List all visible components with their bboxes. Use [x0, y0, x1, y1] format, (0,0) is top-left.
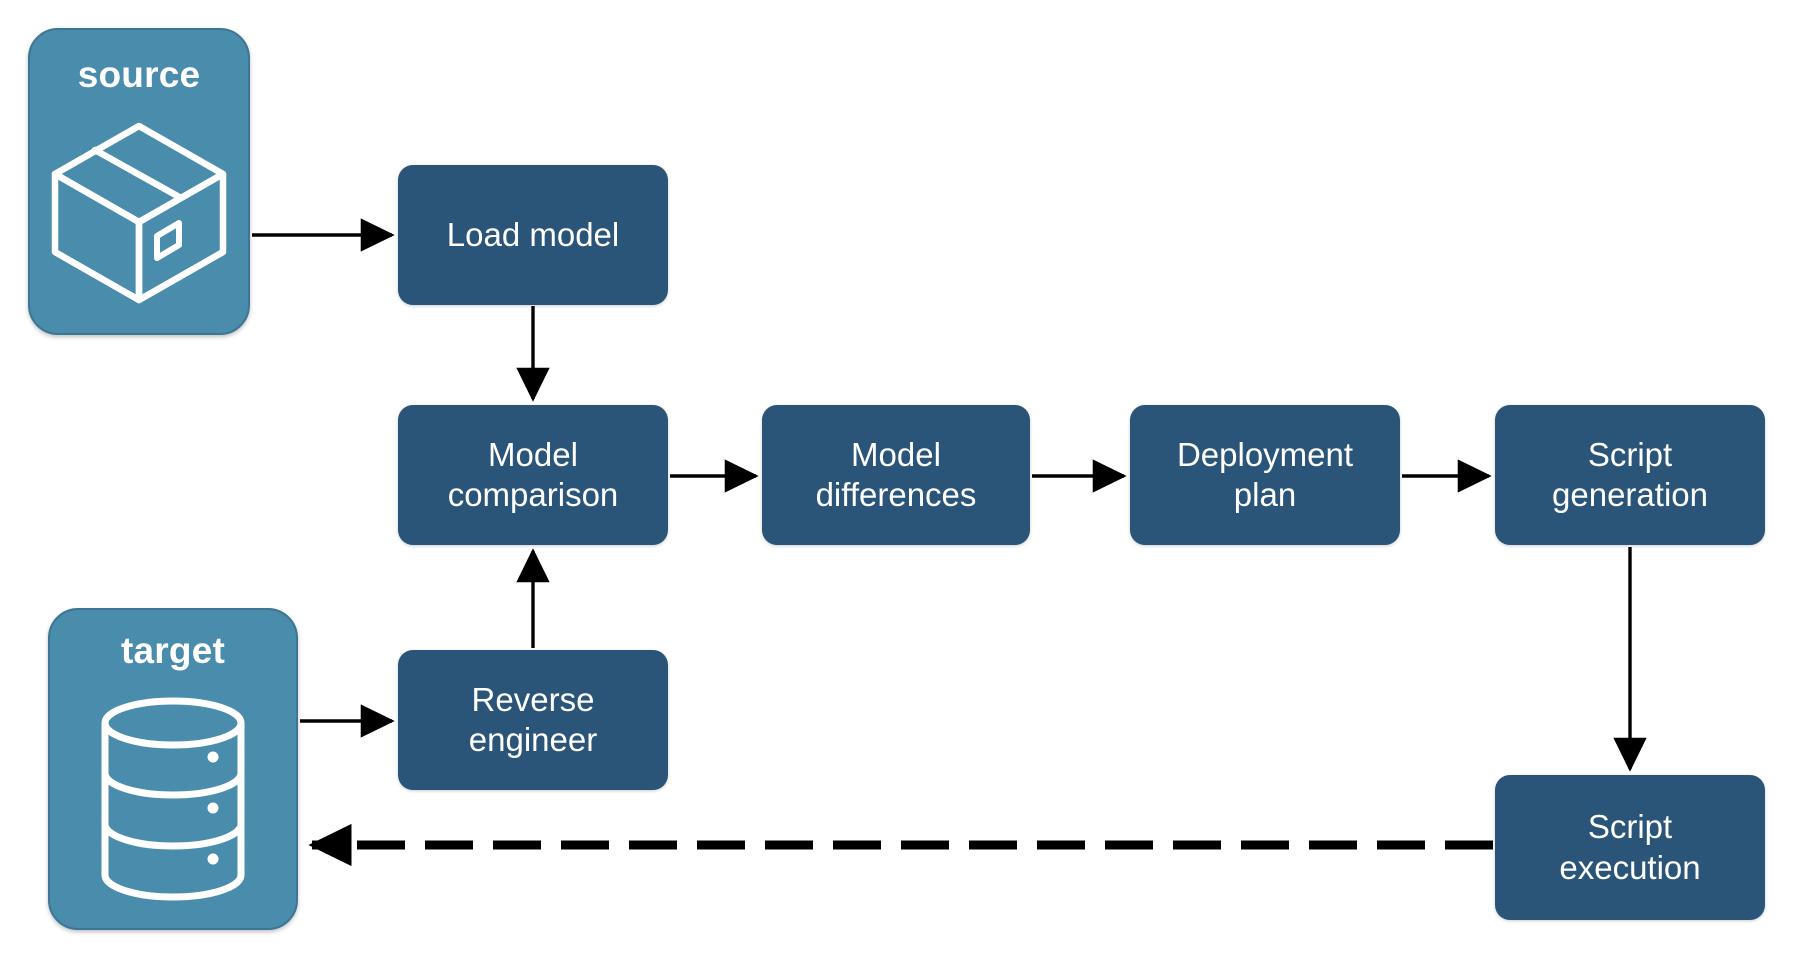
endpoint-source[interactable]: source [28, 28, 250, 335]
process-reverse-engineer[interactable]: Reverse engineer [398, 650, 668, 790]
process-model-comparison[interactable]: Model comparison [398, 405, 668, 545]
process-script-generation[interactable]: Script generation [1495, 405, 1765, 545]
process-script-generation-label: Script generation [1552, 435, 1708, 513]
process-script-execution[interactable]: Script execution [1495, 775, 1765, 920]
process-load-model[interactable]: Load model [398, 165, 668, 305]
process-load-model-label: Load model [446, 215, 620, 253]
process-script-execution-label: Script execution [1559, 808, 1701, 886]
process-model-comparison-label: Model comparison [447, 435, 619, 513]
endpoint-target-label: target [121, 630, 225, 671]
endpoint-source-label: source [77, 54, 201, 95]
process-deployment-plan[interactable]: Deployment plan [1130, 405, 1400, 545]
process-model-differences-label: Model differences [815, 435, 977, 513]
database-cylinder-icon [50, 669, 296, 928]
process-model-differences[interactable]: Model differences [762, 405, 1030, 545]
process-deployment-plan-label: Deployment plan [1176, 435, 1354, 513]
process-reverse-engineer-label: Reverse engineer [468, 680, 598, 758]
package-box-icon [30, 93, 248, 333]
endpoint-target[interactable]: target [48, 608, 298, 930]
